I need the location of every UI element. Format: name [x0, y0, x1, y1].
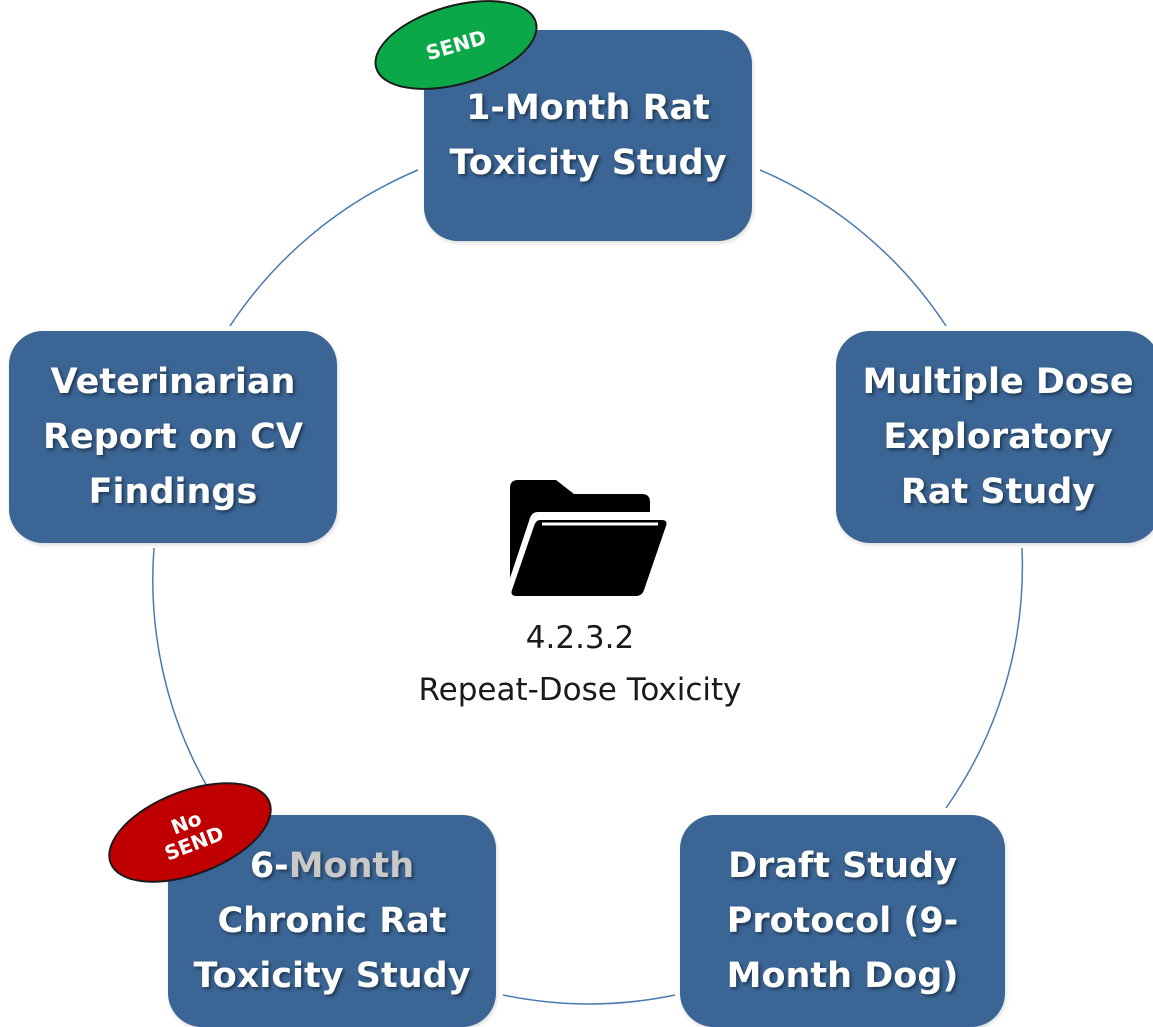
node-text-line: Exploratory: [883, 416, 1113, 457]
section-title: Repeat-Dose Toxicity: [418, 672, 742, 708]
ring-arc-4-5: [152, 547, 209, 789]
node-text-line: Rat Study: [900, 471, 1096, 512]
node-text-line: 1-Month Rat: [466, 87, 710, 128]
node-text-line: Month Dog): [726, 955, 959, 996]
node-text-line: Toxicity Study: [449, 142, 727, 183]
node-veterinarian-report: Veterinarian Report on CV Findings: [9, 331, 337, 543]
node-text-line: Draft Study: [728, 845, 957, 886]
node-text-line: Veterinarian: [50, 361, 296, 402]
node-text-line: Findings: [88, 471, 258, 512]
center-label: 4.2.3.2 Repeat-Dose Toxicity: [330, 612, 830, 716]
folder-open-icon: [510, 480, 667, 596]
node-text-line: Report on CV: [43, 416, 303, 457]
ring-arc-2-3: [945, 547, 1024, 809]
node-text-line: Multiple Dose: [862, 361, 1134, 402]
ring-arc-3-4: [502, 994, 676, 1005]
node-text-line: Chronic Rat: [217, 900, 447, 941]
node-6-month-chronic-rat-toxicity-study: 6-Month Chronic Rat Toxicity Study: [168, 815, 496, 1027]
node-multiple-dose-exploratory-rat-study: Multiple Dose Exploratory Rat Study: [836, 331, 1153, 543]
node-text-line: Protocol (9-: [726, 900, 959, 941]
node-text-line: 6-Month: [249, 845, 415, 886]
send-badge-label: SEND: [423, 25, 489, 65]
ring-arc-5-1: [229, 169, 419, 327]
node-draft-study-protocol: Draft Study Protocol (9- Month Dog): [680, 815, 1005, 1027]
ring-arc-1-2: [759, 169, 947, 327]
node-text-line: Toxicity Study: [193, 955, 471, 996]
section-code: 4.2.3.2: [525, 620, 635, 656]
node-text-muted: Month: [288, 845, 415, 886]
